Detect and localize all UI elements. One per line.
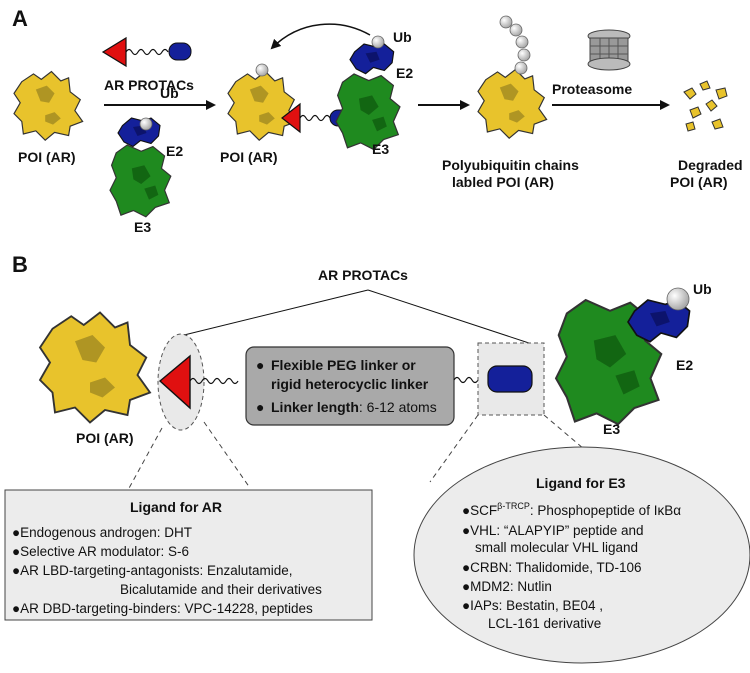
protacs-title-b: AR PROTACs <box>318 267 408 283</box>
linker-length-value: : 6-12 atoms <box>359 399 437 415</box>
ubiquitin-a1 <box>139 117 153 131</box>
e2-protein-a1 <box>117 117 161 148</box>
ar-ligand-item-1: ●Endogenous androgen: DHT <box>12 525 192 540</box>
linker-text-2: rigid heterocyclic linker <box>271 376 429 392</box>
ar-ligand-title: Ligand for AR <box>130 499 222 515</box>
ar-ligand-item-2: ●Selective AR modulator: S-6 <box>12 544 189 559</box>
polyub-label-line2: labled POI (AR) <box>452 174 554 190</box>
ar-ligand-item-3: ●AR LBD-targeting-antagonists: Enzalutam… <box>12 563 293 578</box>
e3-protein-a1 <box>109 144 172 218</box>
degraded-label-line2: POI (AR) <box>670 174 728 190</box>
scf-rest: : Phosphopeptide of IκBα <box>530 503 681 518</box>
poi-protein-a1 <box>13 70 84 141</box>
ubiquitin-a2 <box>371 35 385 49</box>
poi-protein-b <box>39 311 151 424</box>
e3-protein-a2 <box>335 73 401 151</box>
e2-label-a2: E2 <box>396 65 413 81</box>
ar-ligand-item-3b: Bicalutamide and their derivatives <box>120 582 322 597</box>
ar-ligand-item-4: ●AR DBD-targeting-binders: VPC-14228, pe… <box>12 601 313 616</box>
ar-ligand-box <box>4 489 373 621</box>
linker-text-1: Flexible PEG linker or <box>271 357 416 373</box>
protac-molecule-a <box>101 36 192 68</box>
e3-ligand-item-iaps: ●IAPs: Bestatin, BE04 , <box>462 598 603 613</box>
ub-label-a1: Ub <box>160 85 179 101</box>
callout-ar-right <box>203 421 251 489</box>
ubiquitin-transferred <box>255 63 269 77</box>
callout-ar-left <box>127 427 163 491</box>
e3-ligand-item-scf: ●SCFβ-TRCP: Phosphopeptide of IκBα <box>462 501 681 518</box>
poi-protein-polyub <box>477 68 548 139</box>
poi-label-b: POI (AR) <box>76 430 134 446</box>
degraded-label-line1: Degraded <box>678 157 743 173</box>
polyubiquitin-chain <box>499 15 531 75</box>
e3-ligand-ellipse <box>413 446 750 664</box>
degraded-fragments <box>683 80 728 132</box>
e2-label-a1: E2 <box>166 143 183 159</box>
e3-label-a1: E3 <box>134 219 151 235</box>
e3-label-b: E3 <box>603 421 620 437</box>
linker-wave-left <box>189 377 239 385</box>
e3-ligand-item-vhl-b: small molecular VHL ligand <box>475 540 638 555</box>
polyub-label-line1: Polyubiquitin chains <box>442 157 579 173</box>
callout-e3-left <box>429 414 479 483</box>
panel-b-label: B <box>12 252 28 277</box>
proteasome-icon <box>587 29 631 71</box>
panel-a-label: A <box>12 6 28 31</box>
e3-ligand-item-crbn: ●CRBN: Thalidomide, TD-106 <box>462 560 641 575</box>
proteasome-label: Proteasome <box>552 81 632 97</box>
poi-label-a2: POI (AR) <box>220 149 278 165</box>
bracket-left-line <box>179 289 369 337</box>
linker-length-label: Linker length <box>271 399 359 415</box>
linker-wave-right <box>453 376 479 384</box>
ub-label-a2: Ub <box>393 29 412 45</box>
e3-ligand-item-vhl: ●VHL: “ALAPYIP” peptide and <box>462 523 644 538</box>
e3-ligand-item-iaps-b: LCL-161 derivative <box>488 616 601 631</box>
ar-warhead-triangle <box>158 354 191 410</box>
linker-bullet-2: ● <box>256 399 264 415</box>
ub-label-b: Ub <box>693 281 712 297</box>
linker-bullet-1: ● <box>256 357 264 373</box>
poi-label-a1: POI (AR) <box>18 149 76 165</box>
ubiquitin-b <box>666 287 690 311</box>
linker-text-3: Linker length: 6-12 atoms <box>271 399 437 415</box>
scf-prefix: ●SCF <box>462 503 497 518</box>
protacs-label-a: AR PROTACs <box>104 77 194 93</box>
e2-protein-a2 <box>349 43 395 75</box>
scf-superscript: β-TRCP <box>497 501 530 511</box>
linker-box <box>245 346 455 426</box>
e3-ligand-item-mdm2: ●MDM2: Nutlin <box>462 579 552 594</box>
bracket-right-line <box>367 289 536 346</box>
poi-protein-a2 <box>227 70 298 141</box>
e3-label-a2: E3 <box>372 141 389 157</box>
e2-label-b: E2 <box>676 357 693 373</box>
ub-transfer-arrow <box>270 23 371 50</box>
e3-ligand-title: Ligand for E3 <box>536 475 626 491</box>
e3-ligand-block <box>487 365 533 393</box>
